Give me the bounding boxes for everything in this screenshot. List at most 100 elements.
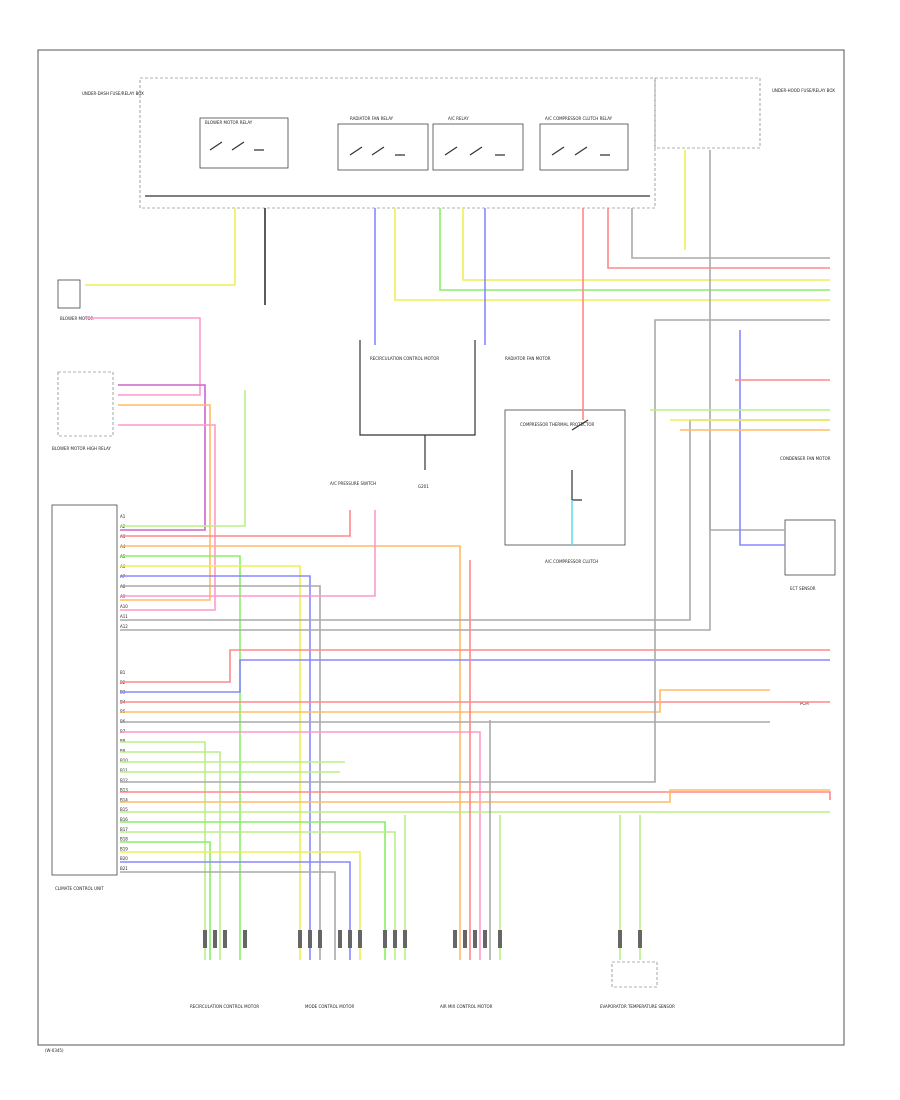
pin-label: B14	[120, 797, 128, 802]
wire	[120, 575, 311, 960]
wire	[120, 861, 351, 960]
wire	[120, 565, 301, 960]
relay-label: A/C RELAY	[448, 116, 469, 121]
ac-relay	[432, 123, 524, 171]
wires	[85, 150, 831, 960]
wire	[118, 404, 211, 601]
connector-pin	[618, 930, 622, 948]
recirc-label: RECIRCULATION CONTROL MOTOR	[370, 356, 439, 361]
bottom-label-2: MODE CONTROL MOTOR	[305, 1004, 354, 1009]
condenser-fan-label: CONDENSER FAN MOTOR	[780, 456, 831, 461]
wire	[120, 821, 386, 960]
wire	[120, 731, 481, 960]
evap-sensor	[611, 961, 658, 988]
compressor-protector	[504, 409, 626, 546]
right-components: ECT SENSOR PCM CONDENSER FAN MOTOR	[780, 456, 836, 706]
wire	[85, 317, 201, 396]
pin-label: B18	[120, 837, 128, 842]
blower-motor	[57, 279, 81, 309]
wire	[120, 871, 336, 960]
bottom-components: RECIRCULATION CONTROL MOTOR MODE CONTROL…	[190, 961, 675, 1009]
pin-label: B20	[120, 856, 128, 861]
pin-label: A12	[120, 624, 128, 629]
wire	[120, 659, 830, 693]
pin-label: B19	[120, 846, 128, 851]
ground-label: G201	[418, 484, 429, 489]
blower-motor-label: BLOWER MOTOR	[60, 316, 94, 321]
pin-label: B9	[120, 748, 126, 753]
pin-label: B11	[120, 768, 128, 773]
wire	[120, 390, 246, 527]
wire	[120, 741, 206, 960]
fuse-box-label-right: UNDER-HOOD FUSE/RELAY BOX	[772, 88, 835, 93]
connector-pin	[318, 930, 322, 948]
wire	[120, 791, 831, 800]
wire	[120, 419, 830, 621]
relay-label: RADIATOR FAN RELAY	[350, 116, 394, 121]
connector-pin	[638, 930, 642, 948]
wire	[120, 555, 241, 960]
center-components: RECIRCULATION CONTROL MOTOR G201 A/C PRE…	[330, 340, 626, 564]
connector-pin	[243, 930, 247, 948]
blower-resistor-label: BLOWER MOTOR HIGH RELAY	[52, 446, 111, 451]
wire	[709, 150, 785, 531]
left-components: BLOWER MOTOR BLOWER MOTOR HIGH RELAY CLI…	[51, 279, 118, 891]
wire	[120, 789, 830, 803]
diagram-frame	[37, 49, 845, 1046]
connector-pin	[298, 930, 302, 948]
wire	[120, 510, 376, 597]
connector-pin	[483, 930, 487, 948]
bottom-connectors	[203, 930, 642, 948]
wire	[120, 510, 351, 537]
fuse-box-label-left: UNDER-DASH FUSE/RELAY BOX	[82, 91, 144, 96]
pressure-switch-label: A/C PRESSURE SWITCH	[330, 481, 376, 486]
connector-pin	[338, 930, 342, 948]
connector-pin	[473, 930, 477, 948]
climate-control-unit[interactable]	[51, 504, 118, 876]
wire	[120, 440, 711, 631]
pin-label: B12	[120, 778, 128, 783]
connector-pin	[498, 930, 502, 948]
recirc-switch	[359, 340, 476, 436]
connector-pin	[348, 930, 352, 948]
wire	[439, 208, 830, 291]
pin-label: A1	[120, 514, 126, 519]
wire	[120, 831, 396, 960]
pin-label: B13	[120, 788, 128, 793]
blower-relay	[199, 117, 289, 169]
clutch-label: A/C COMPRESSOR CLUTCH	[545, 559, 598, 564]
bottom-label-4: EVAPORATOR TEMPERATURE SENSOR	[600, 1004, 675, 1009]
relay-label: A/C COMPRESSOR CLUTCH RELAY	[545, 116, 613, 121]
compressor-relay	[539, 123, 629, 171]
bottom-label-3: AIR MIX CONTROL MOTOR	[440, 1004, 493, 1009]
pin-label: B1	[120, 670, 126, 675]
wire	[118, 424, 216, 611]
radiator-fan-label: RADIATOR FAN MOTOR	[505, 356, 551, 361]
connector-pin	[403, 930, 407, 948]
relay-label: BLOWER MOTOR RELAY	[205, 120, 253, 125]
connector-pin	[358, 930, 362, 948]
pin-label: B10	[120, 758, 128, 763]
wire	[739, 330, 785, 546]
ect-label: ECT SENSOR	[790, 586, 816, 591]
ect-sensor	[784, 519, 836, 576]
climate-unit-label: CLIMATE CONTROL UNIT	[55, 886, 104, 891]
connector-pin	[223, 930, 227, 948]
connector-pin	[393, 930, 397, 948]
wire	[120, 319, 830, 783]
wire	[120, 851, 361, 960]
compressor-box-label: COMPRESSOR THERMAL PROTECTOR	[520, 422, 595, 427]
connector-pin	[383, 930, 387, 948]
connector-pin	[453, 930, 457, 948]
wire	[120, 689, 770, 713]
pcm-label: PCM	[800, 701, 809, 706]
wire	[394, 208, 830, 301]
connector-pin	[203, 930, 207, 948]
wire	[631, 208, 830, 259]
connector-pin	[308, 930, 312, 948]
wire	[120, 545, 461, 960]
wire	[120, 649, 830, 683]
wire	[120, 751, 221, 960]
wire	[120, 585, 321, 960]
